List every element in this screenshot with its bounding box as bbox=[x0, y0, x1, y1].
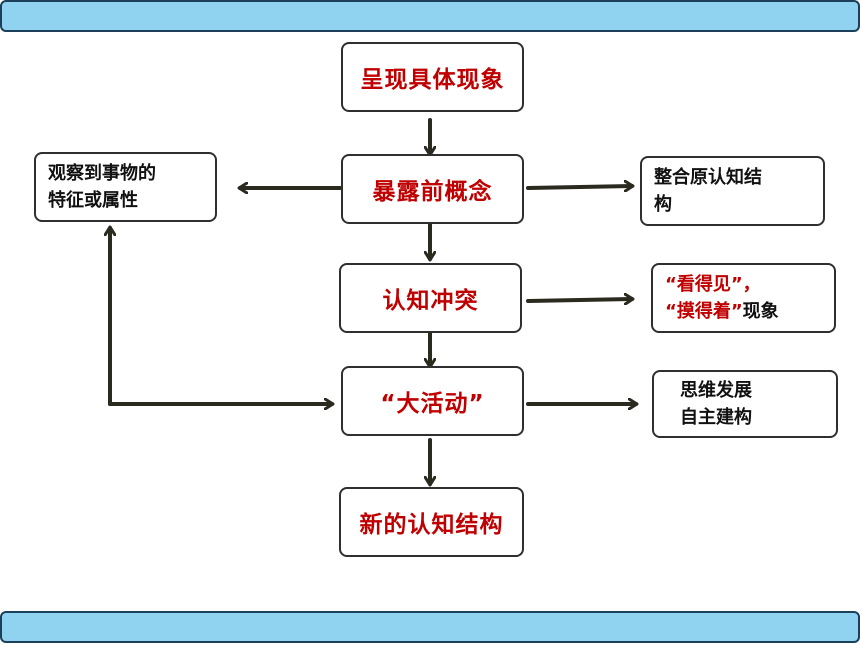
observe-features-line2: 特征或属性 bbox=[48, 190, 138, 211]
step-big-activity: “大活动” bbox=[341, 366, 524, 436]
step-expose-preconception: 暴露前概念 bbox=[341, 154, 524, 224]
visible-tangible-line1: “看得见”， bbox=[665, 274, 761, 295]
observe-features-box: 观察到事物的 特征或属性 bbox=[34, 152, 217, 222]
top-decorative-band bbox=[0, 0, 860, 32]
bottom-decorative-band bbox=[0, 611, 860, 643]
thinking-development-line1: 思维发展 bbox=[680, 380, 752, 401]
integrate-structure-line2: 构 bbox=[654, 194, 672, 215]
step-big-activity-label: “大活动” bbox=[380, 391, 485, 417]
thinking-development-box: 思维发展 自主建构 bbox=[652, 370, 838, 438]
step-cognitive-conflict-label: 认知冲突 bbox=[382, 288, 479, 314]
visible-tangible-line2: “摸得着”现象 bbox=[665, 298, 779, 325]
step-cognitive-conflict: 认知冲突 bbox=[339, 263, 522, 333]
step-new-cognitive-structure-label: 新的认知结构 bbox=[359, 512, 504, 538]
step-present-phenomenon-label: 呈现具体现象 bbox=[360, 67, 505, 93]
arrow-2-right bbox=[526, 186, 632, 188]
visible-tangible-line2-suffix: 现象 bbox=[742, 301, 779, 322]
integrate-structure-box: 整合原认知结 构 bbox=[640, 156, 825, 226]
integrate-structure-line1: 整合原认知结 bbox=[654, 167, 762, 188]
step-present-phenomenon: 呈现具体现象 bbox=[341, 42, 524, 112]
step-new-cognitive-structure: 新的认知结构 bbox=[339, 487, 524, 557]
thinking-development-line2: 自主建构 bbox=[680, 407, 752, 428]
observe-features-line1: 观察到事物的 bbox=[48, 163, 156, 184]
visible-tangible-box: “看得见”， “摸得着”现象 bbox=[651, 263, 836, 333]
arrow-3-right bbox=[526, 299, 632, 301]
step-expose-preconception-label: 暴露前概念 bbox=[372, 179, 493, 205]
visible-tangible-line2-quoted: “摸得着” bbox=[665, 301, 743, 322]
